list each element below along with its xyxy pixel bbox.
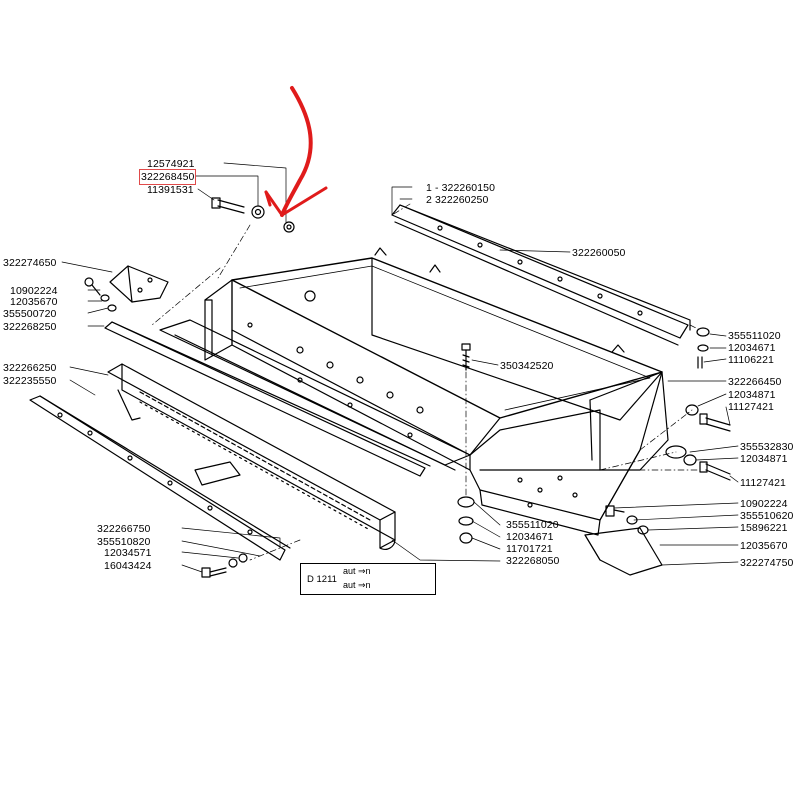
part-label-11701721: 11701721 [506, 543, 553, 555]
upper-strip [104, 321, 431, 477]
reference-row-1: aut ⇒n [343, 566, 371, 576]
part-label-12034571: 12034571 [104, 547, 152, 559]
small-bracket [194, 461, 241, 486]
part-label-11127421-a: 11127421 [728, 401, 774, 413]
part-label-322274650: 322274650 [3, 257, 57, 269]
part-label-322266450: 322266450 [728, 376, 782, 388]
part-label-322268250: 322268250 [3, 321, 57, 333]
reference-code: D 1211 [307, 574, 337, 585]
part-label-12034671-center: 12034671 [506, 531, 554, 543]
part-label-10902224-right: 10902224 [740, 498, 788, 510]
reference-box: D 1211 aut ⇒n aut ⇒n [300, 563, 436, 595]
top-angle-strip [391, 204, 691, 346]
part-label-11127421-b: 11127421 [740, 477, 786, 489]
part-label-322274750: 322274750 [740, 557, 794, 569]
part-label-355510820: 355510820 [97, 536, 151, 548]
part-label-355500720: 355500720 [3, 308, 57, 320]
part-label-322260150: 1 - 322260150 [426, 182, 496, 194]
part-label-10902224-left: 10902224 [10, 285, 58, 297]
fasteners [84, 197, 731, 578]
part-label-322260050: 322260050 [572, 247, 626, 259]
part-label-12034671-right: 12034671 [728, 342, 776, 354]
leader-lines [61, 162, 739, 573]
part-label-15896221: 15896221 [740, 522, 788, 534]
part-label-12035670-right: 12035670 [740, 540, 788, 552]
right-bracket [584, 527, 663, 576]
part-label-16043424: 16043424 [104, 560, 152, 572]
part-label-355532830: 355532830 [740, 441, 794, 453]
red-marker-arrow [264, 86, 328, 217]
assembly-lines [151, 203, 701, 561]
front-strip [29, 395, 291, 561]
part-label-12034871-b: 12034871 [740, 453, 788, 465]
part-label-355511020-center: 355511020 [506, 519, 559, 531]
part-label-11391531: 11391531 [147, 184, 194, 196]
part-label-322268450-highlighted: 322268450 [138, 169, 197, 185]
left-bracket [109, 265, 169, 303]
part-label-11106221: 11106221 [728, 354, 774, 366]
part-label-322266250: 322266250 [3, 362, 57, 374]
part-label-12574921: 12574921 [147, 158, 195, 170]
part-label-322260250: 2 322260250 [426, 194, 489, 206]
reference-row-2: aut ⇒n [343, 580, 371, 590]
part-label-350342520: 350342520 [500, 360, 554, 372]
part-label-12034871-a: 12034871 [728, 389, 776, 401]
part-label-322268050: 322268050 [506, 555, 560, 567]
part-label-12035670-left: 12035670 [10, 296, 58, 308]
part-label-355510620: 355510620 [740, 510, 794, 522]
part-label-322266750: 322266750 [97, 523, 151, 535]
perforated-rail [107, 363, 396, 550]
part-label-355511020-right: 355511020 [728, 330, 781, 342]
hopper-body [159, 247, 669, 536]
part-label-322235550: 322235550 [3, 375, 57, 387]
